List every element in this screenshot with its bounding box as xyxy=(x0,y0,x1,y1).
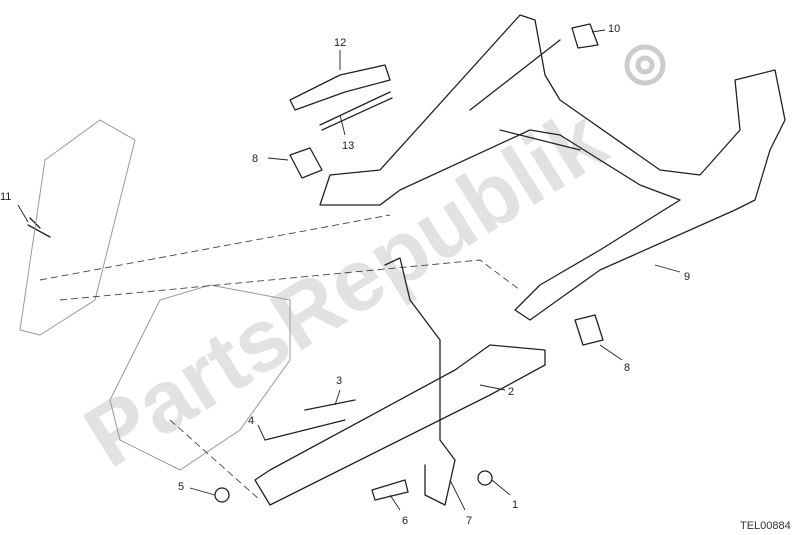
side-stand-sensor xyxy=(384,257,456,506)
callout-9: 9 xyxy=(684,271,690,283)
callout-8-top: 8 xyxy=(252,153,258,165)
bushing-8-top xyxy=(289,147,323,179)
spring-3-4 xyxy=(264,399,356,441)
bolt-11 xyxy=(27,217,51,238)
callout-12: 12 xyxy=(334,37,346,49)
drawing-code: TEL00884 xyxy=(740,520,791,532)
callout-11: 11 xyxy=(0,191,11,203)
callout-2: 2 xyxy=(508,386,514,398)
callout-13: 13 xyxy=(342,140,354,152)
side-stand xyxy=(254,344,546,506)
spring-12 xyxy=(289,64,391,111)
callout-6: 6 xyxy=(402,515,408,527)
callout-4: 4 xyxy=(248,415,254,427)
nut-5 xyxy=(214,487,230,503)
center-stand xyxy=(319,14,786,321)
callout-8-right: 8 xyxy=(624,362,630,374)
bolt-6 xyxy=(371,479,409,501)
callout-3: 3 xyxy=(336,375,342,387)
spring-13 xyxy=(319,91,393,131)
callout-5: 5 xyxy=(178,481,184,493)
nut-1 xyxy=(477,470,493,486)
callout-7: 7 xyxy=(466,515,472,527)
callout-10: 10 xyxy=(608,23,620,35)
callout-1: 1 xyxy=(512,499,518,511)
rubber-10 xyxy=(571,23,599,49)
bushing-8-right xyxy=(574,314,604,346)
watermark: PartsRepublik xyxy=(68,44,666,486)
frame-bracket xyxy=(19,119,291,471)
gear-icon xyxy=(624,44,666,86)
